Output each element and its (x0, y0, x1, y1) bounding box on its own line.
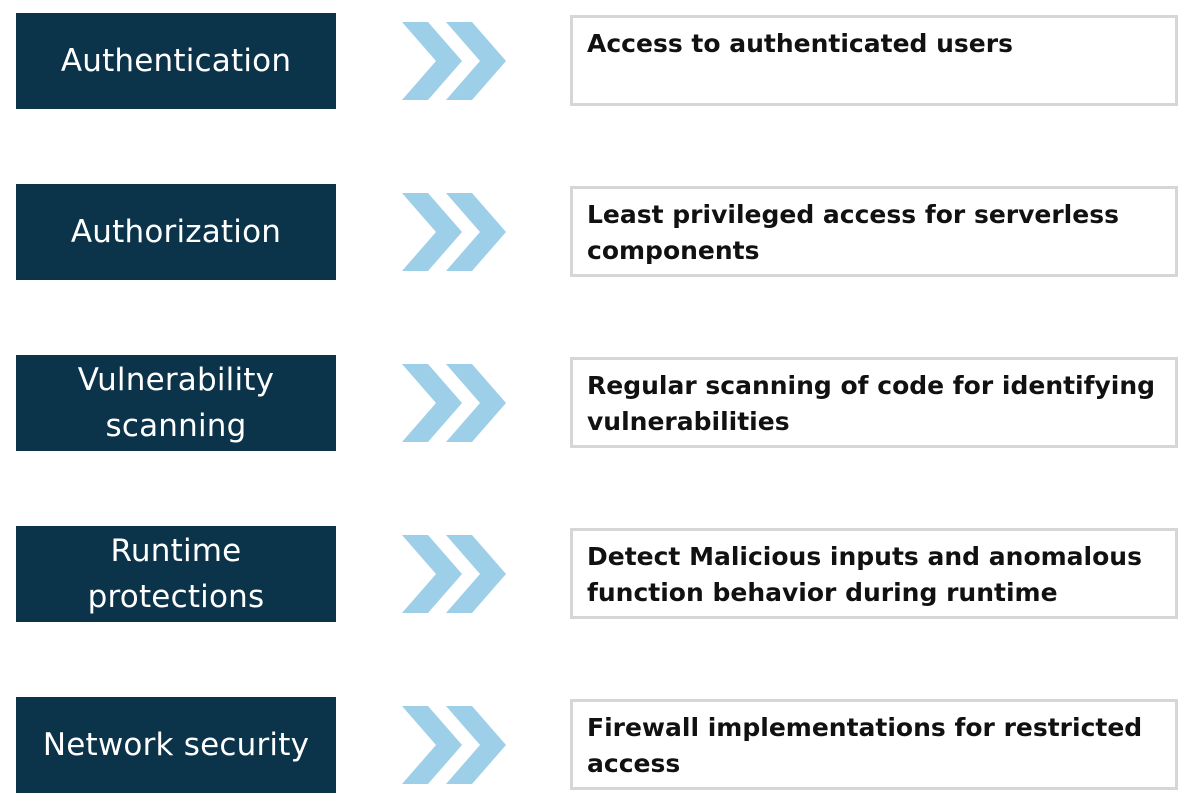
description-box: Access to authenticated users (570, 15, 1178, 106)
double-chevron-right-icon (402, 22, 506, 100)
category-label: Authorization (16, 184, 336, 280)
description-box: Least privileged access for serverless c… (570, 186, 1178, 277)
double-chevron-right-icon (402, 535, 506, 613)
security-row-vulnerability-scanning: Vulnerability scanning Regular scanning … (0, 342, 1200, 451)
double-chevron-right-icon (402, 706, 506, 784)
category-label: Vulnerability scanning (16, 355, 336, 451)
description-box: Regular scanning of code for identifying… (570, 357, 1178, 448)
category-label: Runtime protections (16, 526, 336, 622)
category-label: Authentication (16, 13, 336, 109)
security-row-network-security: Network security Firewall implementation… (0, 684, 1200, 793)
description-box: Detect Malicious inputs and anomalous fu… (570, 528, 1178, 619)
double-chevron-right-icon (402, 364, 506, 442)
double-chevron-right-icon (402, 193, 506, 271)
security-row-runtime-protections: Runtime protections Detect Malicious inp… (0, 513, 1200, 622)
description-box: Firewall implementations for restricted … (570, 699, 1178, 790)
security-row-authentication: Authentication Access to authenticated u… (0, 0, 1200, 109)
category-label: Network security (16, 697, 336, 793)
security-row-authorization: Authorization Least privileged access fo… (0, 171, 1200, 280)
